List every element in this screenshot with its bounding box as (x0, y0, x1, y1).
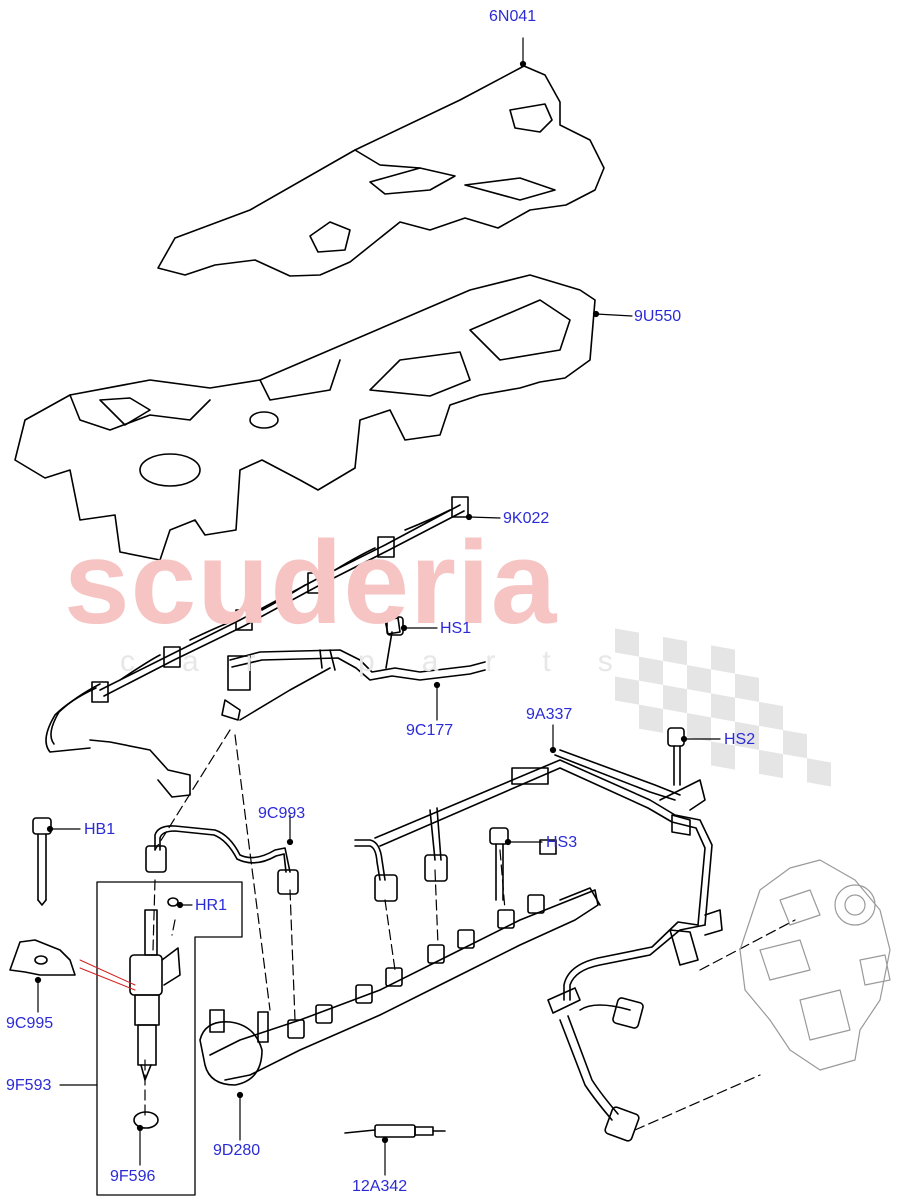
high-pressure-pipes-9A337 (354, 749, 723, 1142)
callout-9F596: 9F596 (110, 1168, 156, 1185)
bolt-HS3 (489, 827, 509, 901)
callout-12A342: 12A342 (352, 1178, 408, 1195)
injector-harness-9K022 (45, 496, 469, 798)
callout-9K022: 9K022 (503, 510, 550, 527)
glow-plug-12A342 (344, 1124, 446, 1138)
fuel-rail-9D280 (199, 854, 601, 1086)
bolt-HB1 (32, 817, 52, 906)
injector-bracket-frame (96, 881, 243, 1196)
leak-off-pipe-9C177 (221, 617, 486, 721)
engine-cover-6N041 (157, 65, 605, 277)
callout-HS1: HS1 (440, 620, 472, 637)
callout-HS3: HS3 (546, 834, 578, 851)
watermark-tagline: car parts (120, 645, 660, 678)
callout-HB1: HB1 (84, 821, 116, 838)
callout-6N041: 6N041 (489, 8, 537, 25)
callout-9A337: 9A337 (526, 706, 573, 723)
assembly-dash-lines (144, 729, 796, 1131)
callout-HR1: HR1 (195, 897, 228, 914)
callout-9U550: 9U550 (634, 308, 682, 325)
high-pressure-pipe-9C993 (145, 825, 299, 895)
clamp-9C995 (9, 939, 76, 976)
callout-9C177: 9C177 (406, 722, 454, 739)
callout-9C993: 9C993 (258, 805, 306, 822)
red-pointer-lines (79, 959, 136, 991)
fuel-pump (739, 859, 891, 1071)
callout-9F593: 9F593 (6, 1077, 52, 1094)
callout-HS2: HS2 (724, 731, 756, 748)
checkered-flag-watermark (615, 628, 831, 787)
clip-HR1 (167, 897, 179, 907)
bolt-HS2 (667, 727, 685, 786)
callout-9D280: 9D280 (213, 1142, 261, 1159)
callout-9C995: 9C995 (6, 1015, 54, 1032)
watermark-brand: scuderia (64, 517, 558, 649)
callout-leaders (34, 37, 721, 1176)
insulator-9U550 (14, 274, 596, 561)
injector-9F593 (129, 909, 181, 1129)
